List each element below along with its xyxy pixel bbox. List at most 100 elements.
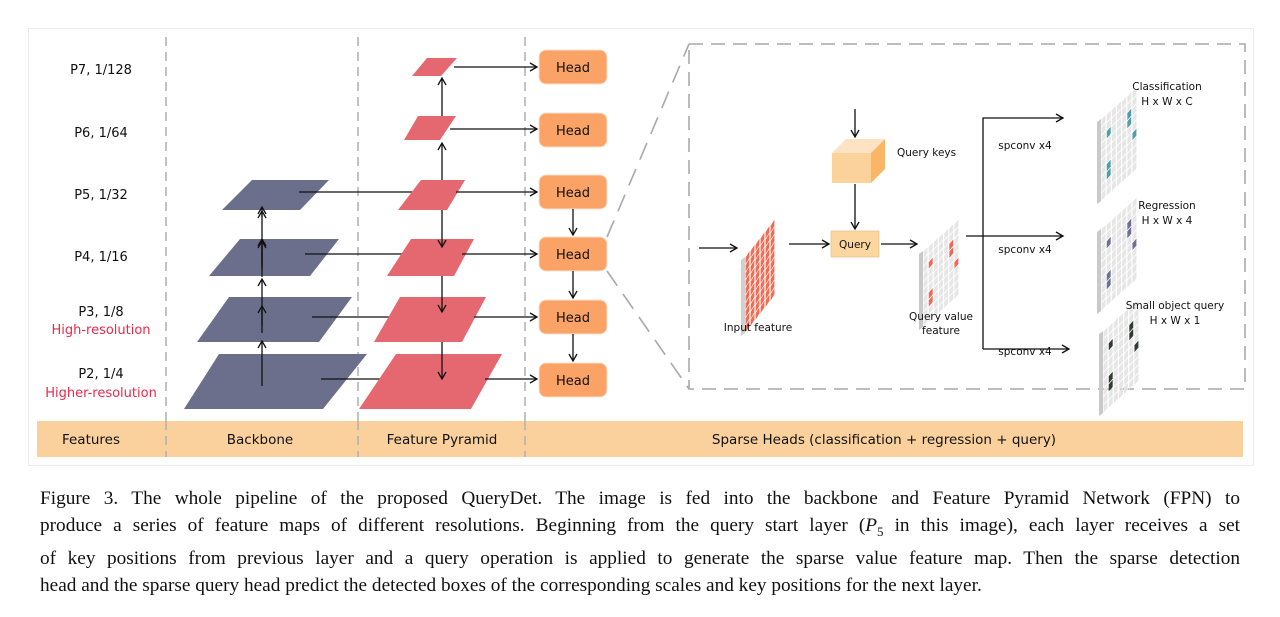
grid-cell xyxy=(928,310,933,322)
grid-cell xyxy=(954,219,959,231)
band-features: Features xyxy=(62,432,120,448)
grid-cell xyxy=(1103,335,1108,347)
grid-cell xyxy=(765,248,770,262)
pyramid-map-p4 xyxy=(387,239,474,276)
grid-cell xyxy=(1132,271,1137,283)
grid-cell xyxy=(939,278,943,290)
active-cell xyxy=(1127,108,1132,121)
query-node: Query xyxy=(830,230,880,258)
map-edge xyxy=(1097,119,1101,204)
grid-cell xyxy=(1119,354,1123,366)
grid-cell xyxy=(745,312,750,325)
spconv-label-obj: spconv x4 xyxy=(998,346,1052,358)
pyramid-map-p3 xyxy=(374,297,486,342)
grid-cell xyxy=(928,242,933,254)
grid-cell xyxy=(1132,255,1137,267)
grid-cell xyxy=(770,250,775,263)
grid-cell xyxy=(1101,115,1106,127)
grid-cell xyxy=(1132,112,1137,124)
head-p7[interactable]: Head xyxy=(538,49,608,85)
column-dividers xyxy=(165,37,526,457)
grid-cell xyxy=(1122,214,1127,227)
grid-cell xyxy=(1129,377,1134,390)
pyramid-map-p2 xyxy=(359,354,502,409)
grid-cell xyxy=(760,232,765,245)
active-cell xyxy=(1106,269,1111,282)
grid-cell xyxy=(1111,256,1116,269)
grid-cell xyxy=(923,307,928,319)
grid-cell xyxy=(745,281,750,295)
grid-cell xyxy=(770,227,775,240)
grid-cell xyxy=(755,253,760,267)
grid-cell xyxy=(1132,95,1137,108)
grid-cell xyxy=(1106,184,1111,196)
level-label-p3: P3, 1/8 xyxy=(78,305,123,320)
head-label: Head xyxy=(556,61,590,76)
active-cell xyxy=(1108,338,1113,351)
grid-cell xyxy=(770,242,775,256)
grid-cell xyxy=(1129,312,1134,324)
grid-cell xyxy=(933,268,938,280)
head-p5[interactable]: Head xyxy=(538,174,608,210)
grid-cell xyxy=(1124,308,1129,321)
caption-line-1: Figure 3. The whole pipeline of the prop… xyxy=(40,488,1240,509)
band-pyramid: Feature Pyramid xyxy=(387,432,498,448)
grid-cell xyxy=(1108,363,1113,376)
grid-cell xyxy=(1132,246,1137,259)
head-label: Head xyxy=(556,248,590,263)
grid-cell xyxy=(1111,215,1116,228)
active-cell xyxy=(1129,320,1134,333)
grid-cell xyxy=(1106,286,1111,298)
classification-map xyxy=(1097,87,1137,204)
grid-cell xyxy=(923,269,928,281)
spconv-label-cls: spconv x4 xyxy=(998,140,1052,152)
regression-title: Regression xyxy=(1138,200,1195,212)
grid-cell xyxy=(923,247,928,258)
grid-cell xyxy=(1103,359,1108,372)
grid-cell xyxy=(1106,118,1111,131)
grid-cell xyxy=(1108,396,1113,408)
grid-cell xyxy=(1124,349,1129,362)
head-p6[interactable]: Head xyxy=(538,112,608,148)
grid-cell xyxy=(923,300,928,312)
grid-cell xyxy=(1113,367,1118,379)
grid-cell xyxy=(1103,384,1108,396)
grid-cell xyxy=(760,277,765,291)
level-label-p2: P2, 1/4 xyxy=(78,367,123,382)
grid-cell xyxy=(760,300,765,314)
grid-cell xyxy=(1134,373,1139,385)
grid-cell xyxy=(765,225,770,239)
zoom-connectors xyxy=(606,43,690,390)
grid-cell xyxy=(755,276,760,290)
grid-cell xyxy=(1124,325,1129,337)
head-p4[interactable]: Head xyxy=(538,236,608,272)
grid-cell xyxy=(1106,110,1111,123)
grid-cell xyxy=(745,266,750,280)
grid-cell xyxy=(1111,240,1116,253)
caption-line-2-pre: produce a series of feature maps of diff… xyxy=(40,515,866,536)
pyramid-map-p5 xyxy=(398,180,465,210)
head-p2[interactable]: Head xyxy=(538,362,608,398)
grid-cell xyxy=(1124,382,1129,395)
grid-cell xyxy=(745,296,750,310)
grid-cell xyxy=(1124,316,1129,329)
grid-cell xyxy=(1122,137,1127,150)
grid-cell xyxy=(1127,267,1132,280)
query-keys-cube xyxy=(832,139,885,183)
grid-cell xyxy=(1122,129,1127,142)
grid-cell xyxy=(1117,150,1121,163)
grid-cell xyxy=(923,285,928,296)
grid-cell xyxy=(760,247,765,261)
grid-cell xyxy=(1124,341,1129,354)
grid-cell xyxy=(928,272,933,284)
grid-cell xyxy=(1127,251,1132,263)
grid-cell xyxy=(1127,165,1132,178)
head-p3[interactable]: Head xyxy=(538,299,608,335)
grid-cell xyxy=(944,228,949,240)
grid-cell xyxy=(1117,285,1121,297)
caption-subscript: 5 xyxy=(877,523,884,539)
grid-cell xyxy=(1132,230,1137,242)
backbone-map-p5 xyxy=(222,180,329,210)
grid-cell xyxy=(1134,316,1139,328)
query-value-feature-map xyxy=(919,219,959,330)
